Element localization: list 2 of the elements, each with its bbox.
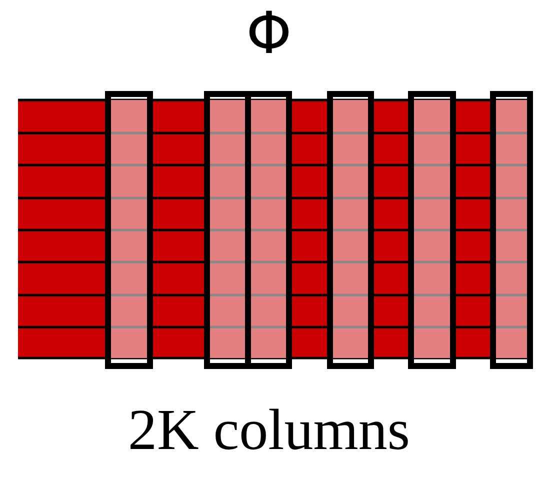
matrix-title: Φ <box>246 2 292 66</box>
matrix-caption: 2K columns <box>128 396 410 464</box>
